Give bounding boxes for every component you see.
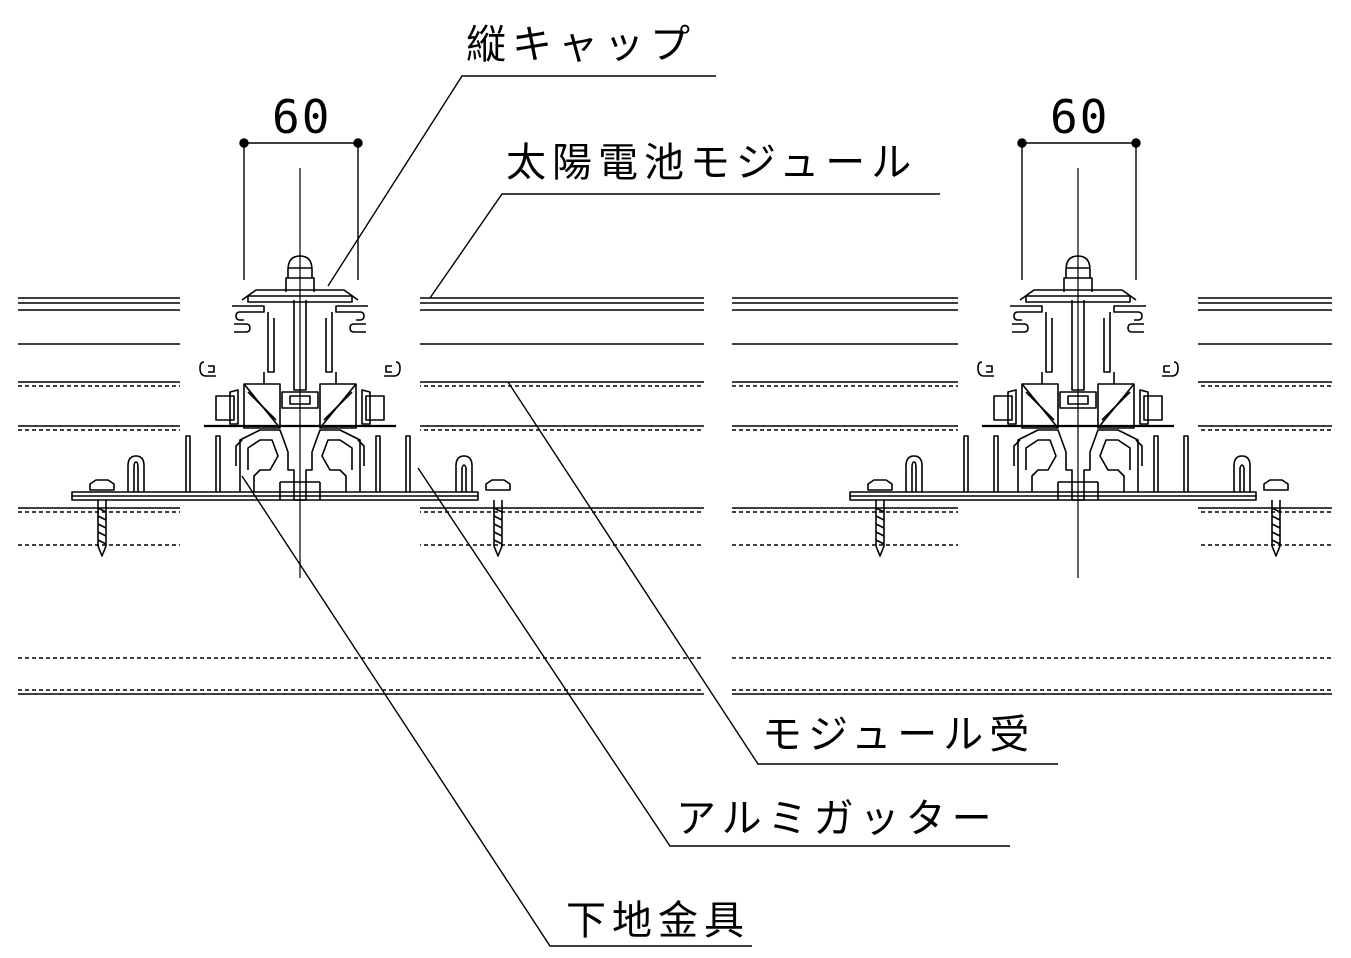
label-aluminum-gutter: アルミガッター bbox=[676, 796, 998, 842]
leader-lines bbox=[241, 75, 1058, 947]
left-mounting-assembly bbox=[70, 254, 512, 560]
right-dimension bbox=[1017, 138, 1141, 280]
left-dimension-value: 60 bbox=[272, 90, 331, 144]
label-vertical-cap: 縦キャップ bbox=[466, 22, 696, 68]
left-dimension bbox=[239, 138, 363, 280]
right-mounting-assembly bbox=[848, 254, 1290, 560]
label-module-receiver: モジュール受 bbox=[762, 712, 1035, 758]
label-base-bracket: 下地金具 bbox=[566, 898, 750, 944]
label-solar-module: 太陽電池モジュール bbox=[506, 140, 917, 186]
right-dimension-value: 60 bbox=[1050, 90, 1109, 144]
